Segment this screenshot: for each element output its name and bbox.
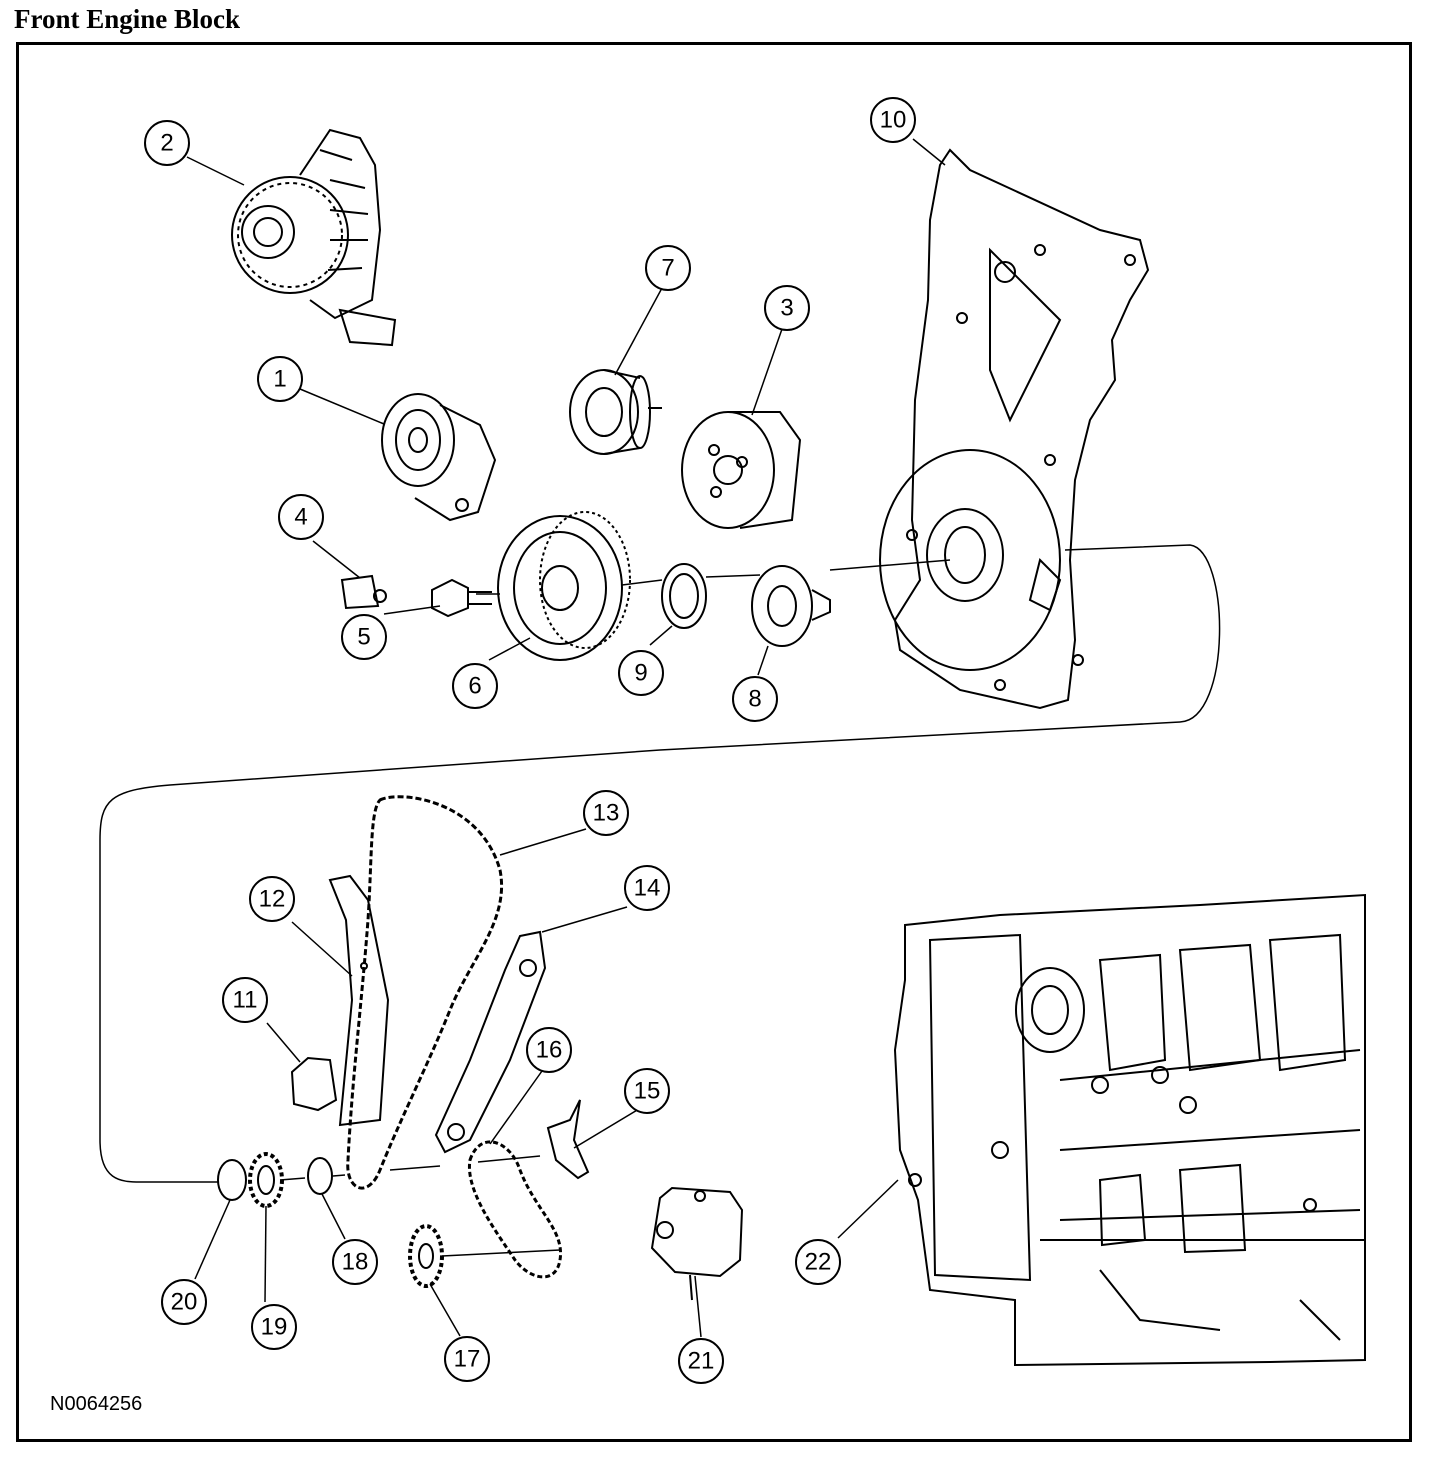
- crankshaft-pulley-part: [497, 511, 631, 661]
- diagram-frame: [16, 42, 1412, 1442]
- water-pump-part: [681, 411, 802, 529]
- oil-pump-part: [650, 1186, 744, 1301]
- page-title: Front Engine Block: [14, 4, 241, 34]
- oil-pump-sprocket-part: [408, 1224, 444, 1288]
- callout-label: 21: [688, 1348, 715, 1375]
- callout-label: 20: [171, 1289, 198, 1316]
- callout-label: 6: [468, 673, 481, 700]
- callout-label: 19: [261, 1314, 288, 1341]
- callout-label: 13: [593, 800, 620, 827]
- callout-label: 8: [748, 686, 761, 713]
- sensor-part: [340, 574, 387, 610]
- callout-markers: [144, 97, 916, 1384]
- callout-label: 2: [160, 130, 173, 157]
- idler-pulley-8-part: [751, 565, 831, 647]
- leader-lines: [186, 138, 946, 1338]
- callout-label: 10: [880, 107, 907, 134]
- callout-label: 22: [805, 1249, 832, 1276]
- callout-labels: 1 2 3 4 5 6 7 8 9 10 11 12 13 14 15 16 1…: [160, 107, 906, 1375]
- callout-label: 4: [294, 504, 307, 531]
- engine-block-part: [893, 893, 1366, 1367]
- crankshaft-bolt-part: [431, 578, 492, 618]
- callout-label: 5: [357, 624, 370, 651]
- belt-tensioner-part: [381, 393, 497, 522]
- callout-label: 1: [273, 366, 286, 393]
- figure-id: N0064256: [50, 1393, 142, 1415]
- alternator-part: [231, 128, 397, 347]
- timing-cover-part: [879, 148, 1150, 710]
- chain-tensioner-part: [290, 1056, 338, 1112]
- timing-chain-part: [346, 795, 503, 1190]
- front-seal-part: [661, 563, 707, 629]
- callout-label: 15: [634, 1078, 661, 1105]
- oil-pump-chain-part: [467, 1140, 563, 1279]
- idler-pulley-7-part: [569, 369, 662, 455]
- callout-label: 18: [342, 1249, 369, 1276]
- callout-label: 12: [259, 886, 286, 913]
- callout-label: 9: [634, 660, 647, 687]
- callout-label: 14: [634, 875, 661, 902]
- crankshaft-sprocket-part: [217, 1152, 333, 1208]
- callout-label: 16: [536, 1037, 563, 1064]
- oil-pump-tensioner-part: [546, 1099, 590, 1180]
- alignment-lines: [99, 544, 1221, 1257]
- callout-label: 11: [233, 987, 258, 1014]
- tensioner-arm-part: [434, 930, 547, 1154]
- callout-label: 17: [454, 1346, 481, 1373]
- callout-label: 3: [780, 295, 793, 322]
- callout-label: 7: [661, 255, 674, 282]
- chain-guide-12-part: [328, 874, 390, 1127]
